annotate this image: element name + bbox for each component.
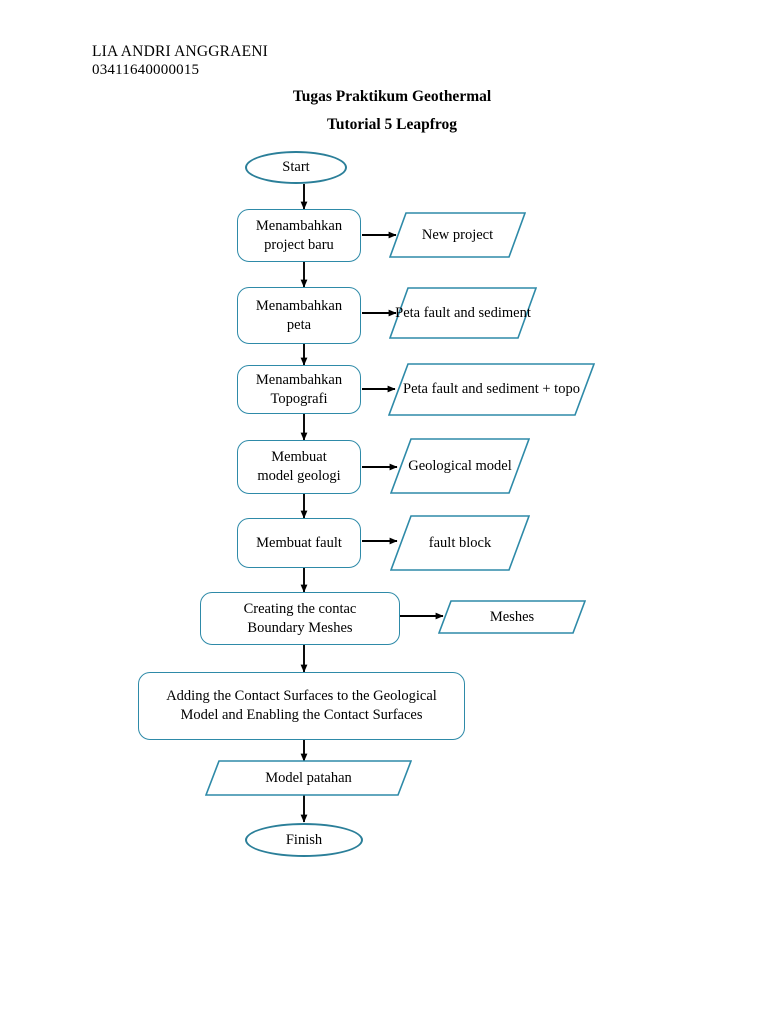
node-finish-label: Finish <box>285 831 323 848</box>
document-title: Tugas Praktikum Geothermal <box>292 88 492 105</box>
node-model-patahan[interactable]: Model patahan <box>205 760 412 796</box>
node-o2-label-line1: Peta fault <box>395 304 451 321</box>
document-subtitle: Tutorial 5 Leapfrog <box>326 116 458 133</box>
node-menambahkan-peta[interactable]: Menambahkan peta <box>237 287 361 344</box>
node-o2-label-line2: and sediment <box>453 304 531 321</box>
node-o1-label: New project <box>421 226 494 243</box>
node-p6-label-line2: Boundary Meshes <box>247 619 353 636</box>
parallelogram-shape <box>390 438 530 494</box>
node-o5-label: fault block <box>428 534 492 551</box>
parallelogram-shape <box>438 600 586 634</box>
node-o4-label-line2: model <box>475 457 512 474</box>
node-p2-label-line1: Menambahkan <box>255 297 343 314</box>
node-adding-contact-surfaces[interactable]: Adding the Contact Surfaces to the Geolo… <box>138 672 465 740</box>
node-meshes[interactable]: Meshes <box>438 600 586 634</box>
node-o3-label-line1: Peta fault and <box>403 381 483 397</box>
parallelogram-shape <box>388 363 595 416</box>
node-p7-label-line2: Model and Enabling the Contact Surfaces <box>180 707 423 723</box>
node-geological-model[interactable]: Geological model <box>390 438 530 494</box>
node-peta-fault-and-sediment[interactable]: Peta fault and sediment <box>389 287 537 339</box>
node-peta-fault-sediment-topo[interactable]: Peta fault and sediment + topo <box>388 363 595 416</box>
node-start[interactable]: Start <box>245 151 347 184</box>
node-o6-label: Meshes <box>489 608 535 625</box>
node-p5-label: Membuat fault <box>256 534 342 551</box>
node-o4-label-line1: Geological <box>408 457 472 474</box>
parallelogram-shape <box>205 760 412 796</box>
node-menambahkan-project-baru[interactable]: Menambahkan project baru <box>237 209 361 262</box>
parallelogram-shape <box>389 287 537 339</box>
node-p4-label-line1: Membuat <box>271 449 327 465</box>
node-o3-label-line2: sediment + topo <box>486 381 580 397</box>
node-creating-contact-boundary-meshes[interactable]: Creating the contac Boundary Meshes <box>200 592 400 645</box>
parallelogram-shape <box>389 212 526 258</box>
node-p4-label-line2: model geologi <box>257 468 341 484</box>
node-start-label: Start <box>282 159 310 175</box>
node-finish[interactable]: Finish <box>245 823 363 857</box>
node-menambahkan-topografi[interactable]: Menambahkan Topografi <box>237 365 361 414</box>
node-p7-label-line1: Adding the Contact Surfaces to the Geolo… <box>166 688 437 704</box>
node-p6-label-line1: Creating the contac <box>243 600 357 617</box>
student-name: LIA ANDRI ANGGRAENI <box>92 43 269 60</box>
parallelogram-shape <box>390 515 530 571</box>
node-p2-label-line2: peta <box>286 316 312 333</box>
node-p3-label-line2: Topografi <box>270 390 328 407</box>
node-membuat-model-geologi[interactable]: Membuat model geologi <box>237 440 361 494</box>
node-p1-label-line1: Menambahkan <box>255 217 343 234</box>
node-p1-label-line2: project baru <box>264 236 334 253</box>
node-fault-block[interactable]: fault block <box>390 515 530 571</box>
node-p3-label-line1: Menambahkan <box>255 371 343 388</box>
node-o7-label: Model patahan <box>265 769 352 786</box>
student-id: 03411640000015 <box>92 62 200 78</box>
node-membuat-fault[interactable]: Membuat fault <box>237 518 361 568</box>
node-new-project[interactable]: New project <box>389 212 526 258</box>
